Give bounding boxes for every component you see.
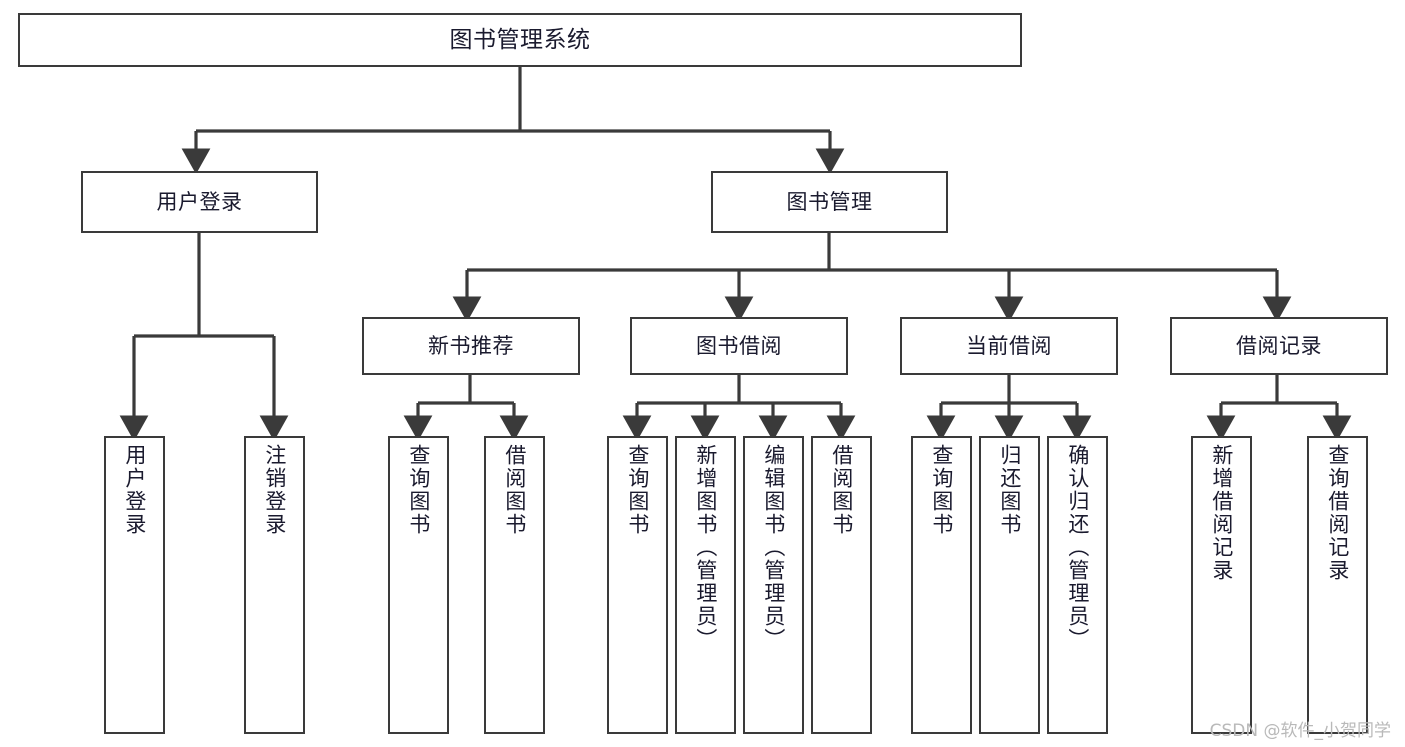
node-root[interactable]: 图书管理系统: [18, 13, 1022, 67]
node-book-borrow-label: 图书借阅: [696, 333, 782, 358]
leaf-user-login[interactable]: 用户登录: [104, 436, 165, 734]
leaf-record-query[interactable]: 查询借阅记录: [1307, 436, 1368, 734]
node-borrow-record[interactable]: 借阅记录: [1170, 317, 1388, 375]
leaf-record-add[interactable]: 新增借阅记录: [1191, 436, 1252, 734]
leaf-borrow-edit-book-label: 编辑图书（管理员）: [761, 444, 786, 651]
node-book-manage[interactable]: 图书管理: [711, 171, 948, 233]
leaf-current-query-book-label: 查询图书: [929, 444, 954, 536]
leaf-recommend-query-book[interactable]: 查询图书: [388, 436, 449, 734]
node-user-login[interactable]: 用户登录: [81, 171, 318, 233]
leaf-record-query-label: 查询借阅记录: [1325, 444, 1350, 582]
node-new-book-recommend[interactable]: 新书推荐: [362, 317, 580, 375]
leaf-borrow-edit-book[interactable]: 编辑图书（管理员）: [743, 436, 804, 734]
leaf-current-confirm-return[interactable]: 确认归还（管理员）: [1047, 436, 1108, 734]
leaf-borrow-query-book-label: 查询图书: [625, 444, 650, 536]
node-new-book-recommend-label: 新书推荐: [428, 333, 514, 358]
node-user-login-label: 用户登录: [156, 189, 243, 214]
leaf-current-return-book-label: 归还图书: [997, 444, 1022, 536]
node-book-borrow[interactable]: 图书借阅: [630, 317, 848, 375]
leaf-record-add-label: 新增借阅记录: [1209, 444, 1234, 582]
leaf-user-logout[interactable]: 注销登录: [244, 436, 305, 734]
leaf-current-confirm-return-label: 确认归还（管理员）: [1065, 444, 1090, 651]
leaf-borrow-borrow-book-label: 借阅图书: [829, 444, 854, 536]
leaf-recommend-query-book-label: 查询图书: [406, 444, 431, 536]
leaf-borrow-borrow-book[interactable]: 借阅图书: [811, 436, 872, 734]
leaf-current-query-book[interactable]: 查询图书: [911, 436, 972, 734]
leaf-borrow-query-book[interactable]: 查询图书: [607, 436, 668, 734]
node-current-borrow-label: 当前借阅: [966, 333, 1052, 358]
leaf-borrow-add-book-label: 新增图书（管理员）: [693, 444, 718, 651]
node-current-borrow[interactable]: 当前借阅: [900, 317, 1118, 375]
leaf-user-login-label: 用户登录: [122, 444, 147, 536]
node-borrow-record-label: 借阅记录: [1236, 333, 1322, 358]
leaf-recommend-borrow-book-label: 借阅图书: [502, 444, 527, 536]
leaf-user-logout-label: 注销登录: [262, 444, 287, 536]
node-root-label: 图书管理系统: [449, 26, 591, 53]
leaf-current-return-book[interactable]: 归还图书: [979, 436, 1040, 734]
node-book-manage-label: 图书管理: [786, 189, 873, 214]
leaf-recommend-borrow-book[interactable]: 借阅图书: [484, 436, 545, 734]
leaf-borrow-add-book[interactable]: 新增图书（管理员）: [675, 436, 736, 734]
